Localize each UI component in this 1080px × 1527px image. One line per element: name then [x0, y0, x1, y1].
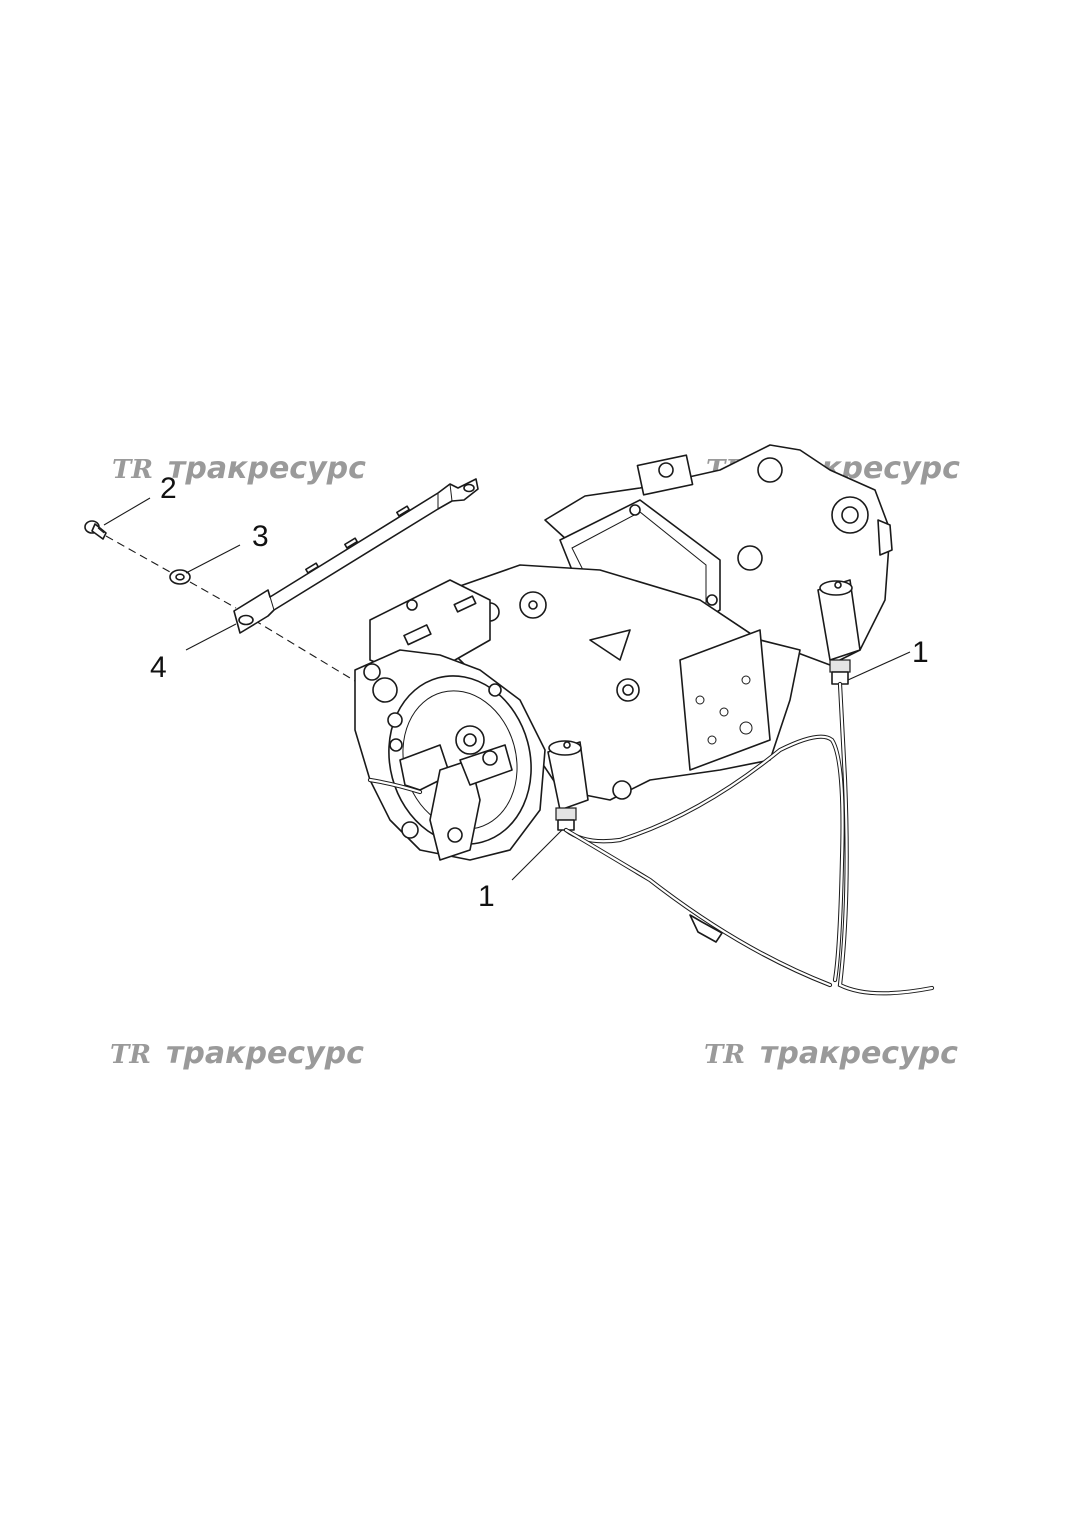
assembly-axis-line	[105, 535, 361, 685]
leader-line-3	[185, 544, 241, 574]
leader-line-1-front	[511, 829, 563, 881]
watermark-logo: TR	[110, 1040, 151, 1070]
callout-1-front: 1	[478, 880, 495, 913]
speed-sensor-front	[547, 740, 589, 831]
leader-line-2	[103, 497, 151, 526]
watermark-bottom-left: TR тракресурс	[110, 1036, 364, 1071]
watermark-top-left: TR тракресурс	[112, 451, 366, 486]
washer-part	[169, 569, 191, 585]
callout-1-rear: 1	[912, 636, 929, 669]
watermark-bottom-right: TR тракресурс	[704, 1036, 958, 1071]
hydraulic-pump-assembly	[354, 444, 893, 861]
callout-2: 2	[160, 472, 177, 505]
watermark-text: тракресурс	[166, 1036, 364, 1071]
leader-line-1-rear	[847, 651, 911, 681]
speed-sensor-rear	[817, 579, 861, 685]
leader-line-4	[185, 623, 237, 651]
bolt-part	[84, 520, 107, 540]
watermark-text: тракресурс	[760, 1036, 958, 1071]
watermark-logo: TR	[704, 1040, 745, 1070]
watermark-text: тракресурс	[168, 451, 366, 486]
wiring-harness	[563, 681, 935, 996]
callout-3: 3	[252, 520, 269, 553]
bracket-part	[233, 478, 479, 634]
callout-4: 4	[150, 651, 167, 684]
watermark-logo: TR	[112, 455, 153, 485]
